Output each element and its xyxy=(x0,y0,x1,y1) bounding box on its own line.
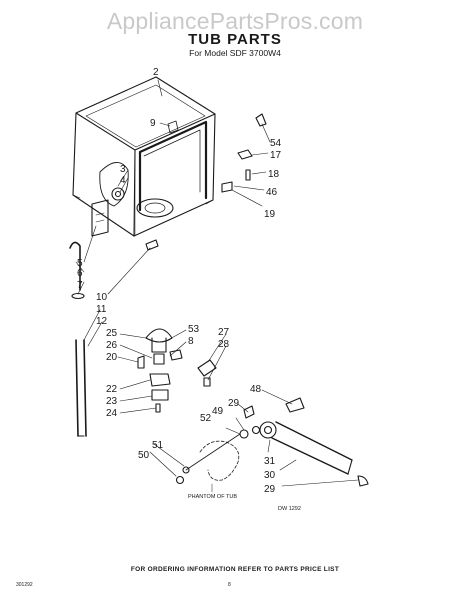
rod-11 xyxy=(75,339,87,437)
page-mark: 8 xyxy=(228,582,231,588)
callout-18: 18 xyxy=(268,169,280,180)
part-54 xyxy=(255,113,267,127)
callout-25: 25 xyxy=(106,328,118,339)
part-17 xyxy=(237,149,253,160)
callout-7: 7 xyxy=(77,280,83,291)
callout-29: 29 xyxy=(228,398,240,409)
part-22 xyxy=(149,373,171,387)
callout-29b: 29 xyxy=(264,484,276,495)
callout-10: 10 xyxy=(96,292,108,303)
part-48 xyxy=(285,397,305,413)
phantom-tub-outline xyxy=(199,440,240,481)
drawing-number: DW 1292 xyxy=(278,506,301,512)
callout-11: 11 xyxy=(96,304,107,315)
part-46 xyxy=(221,181,233,193)
callout-numbers: 2 9 54 17 18 46 19 3 4 5 6 7 10 11 12 25… xyxy=(77,67,282,495)
model-subtitle: For Model SDF 3700W4 xyxy=(189,48,281,58)
part-26 xyxy=(153,353,165,365)
callout-52: 52 xyxy=(200,413,212,424)
part-31 xyxy=(259,421,277,439)
part-8 xyxy=(169,349,183,361)
part-24 xyxy=(155,403,161,413)
part-20 xyxy=(137,355,145,369)
part-29b xyxy=(357,475,369,487)
part-50 xyxy=(175,475,185,485)
callout-50: 50 xyxy=(138,450,150,461)
part-52 xyxy=(239,429,249,439)
callout-2: 2 xyxy=(153,67,159,78)
callout-20: 20 xyxy=(106,352,118,363)
fitting-10 xyxy=(145,239,159,251)
callout-22: 22 xyxy=(106,384,118,395)
callout-53: 53 xyxy=(188,324,200,335)
part-27 xyxy=(197,359,217,377)
phantom-of-tub-label: PHANTOM OF TUB xyxy=(188,494,237,500)
callout-54: 54 xyxy=(270,138,282,149)
callout-12: 12 xyxy=(96,316,108,327)
callout-8: 8 xyxy=(188,336,194,347)
callout-51: 51 xyxy=(152,440,164,451)
callout-28: 28 xyxy=(218,339,230,350)
callout-5: 5 xyxy=(77,258,83,269)
ordering-footer: FOR ORDERING INFORMATION REFER TO PARTS … xyxy=(130,566,340,573)
tub-drawing xyxy=(72,76,216,237)
callout-3: 3 xyxy=(120,164,126,175)
part-23 xyxy=(151,389,169,401)
part-49 xyxy=(251,425,261,435)
callout-17: 17 xyxy=(270,150,282,161)
callout-27: 27 xyxy=(218,327,230,338)
part-28 xyxy=(203,377,211,387)
callout-30: 30 xyxy=(264,470,276,481)
callout-46: 46 xyxy=(266,187,278,198)
part-29a xyxy=(243,405,255,419)
page-title: TUB PARTS xyxy=(188,31,282,48)
drain-hose xyxy=(69,241,81,291)
callout-48: 48 xyxy=(250,384,262,395)
part-18 xyxy=(245,169,251,181)
callout-49: 49 xyxy=(212,406,224,417)
watermark: AppliancePartsPros.com xyxy=(106,8,364,34)
callout-23: 23 xyxy=(106,396,118,407)
part-51 xyxy=(182,466,190,474)
callout-26: 26 xyxy=(106,340,118,351)
callout-31: 31 xyxy=(264,456,276,467)
document-code: 301292 xyxy=(16,582,33,588)
callout-4: 4 xyxy=(120,175,126,186)
callout-19: 19 xyxy=(264,209,276,220)
callout-6: 6 xyxy=(77,268,83,279)
rod-30 xyxy=(271,421,353,475)
callout-9: 9 xyxy=(150,118,156,129)
callout-24: 24 xyxy=(106,408,118,419)
